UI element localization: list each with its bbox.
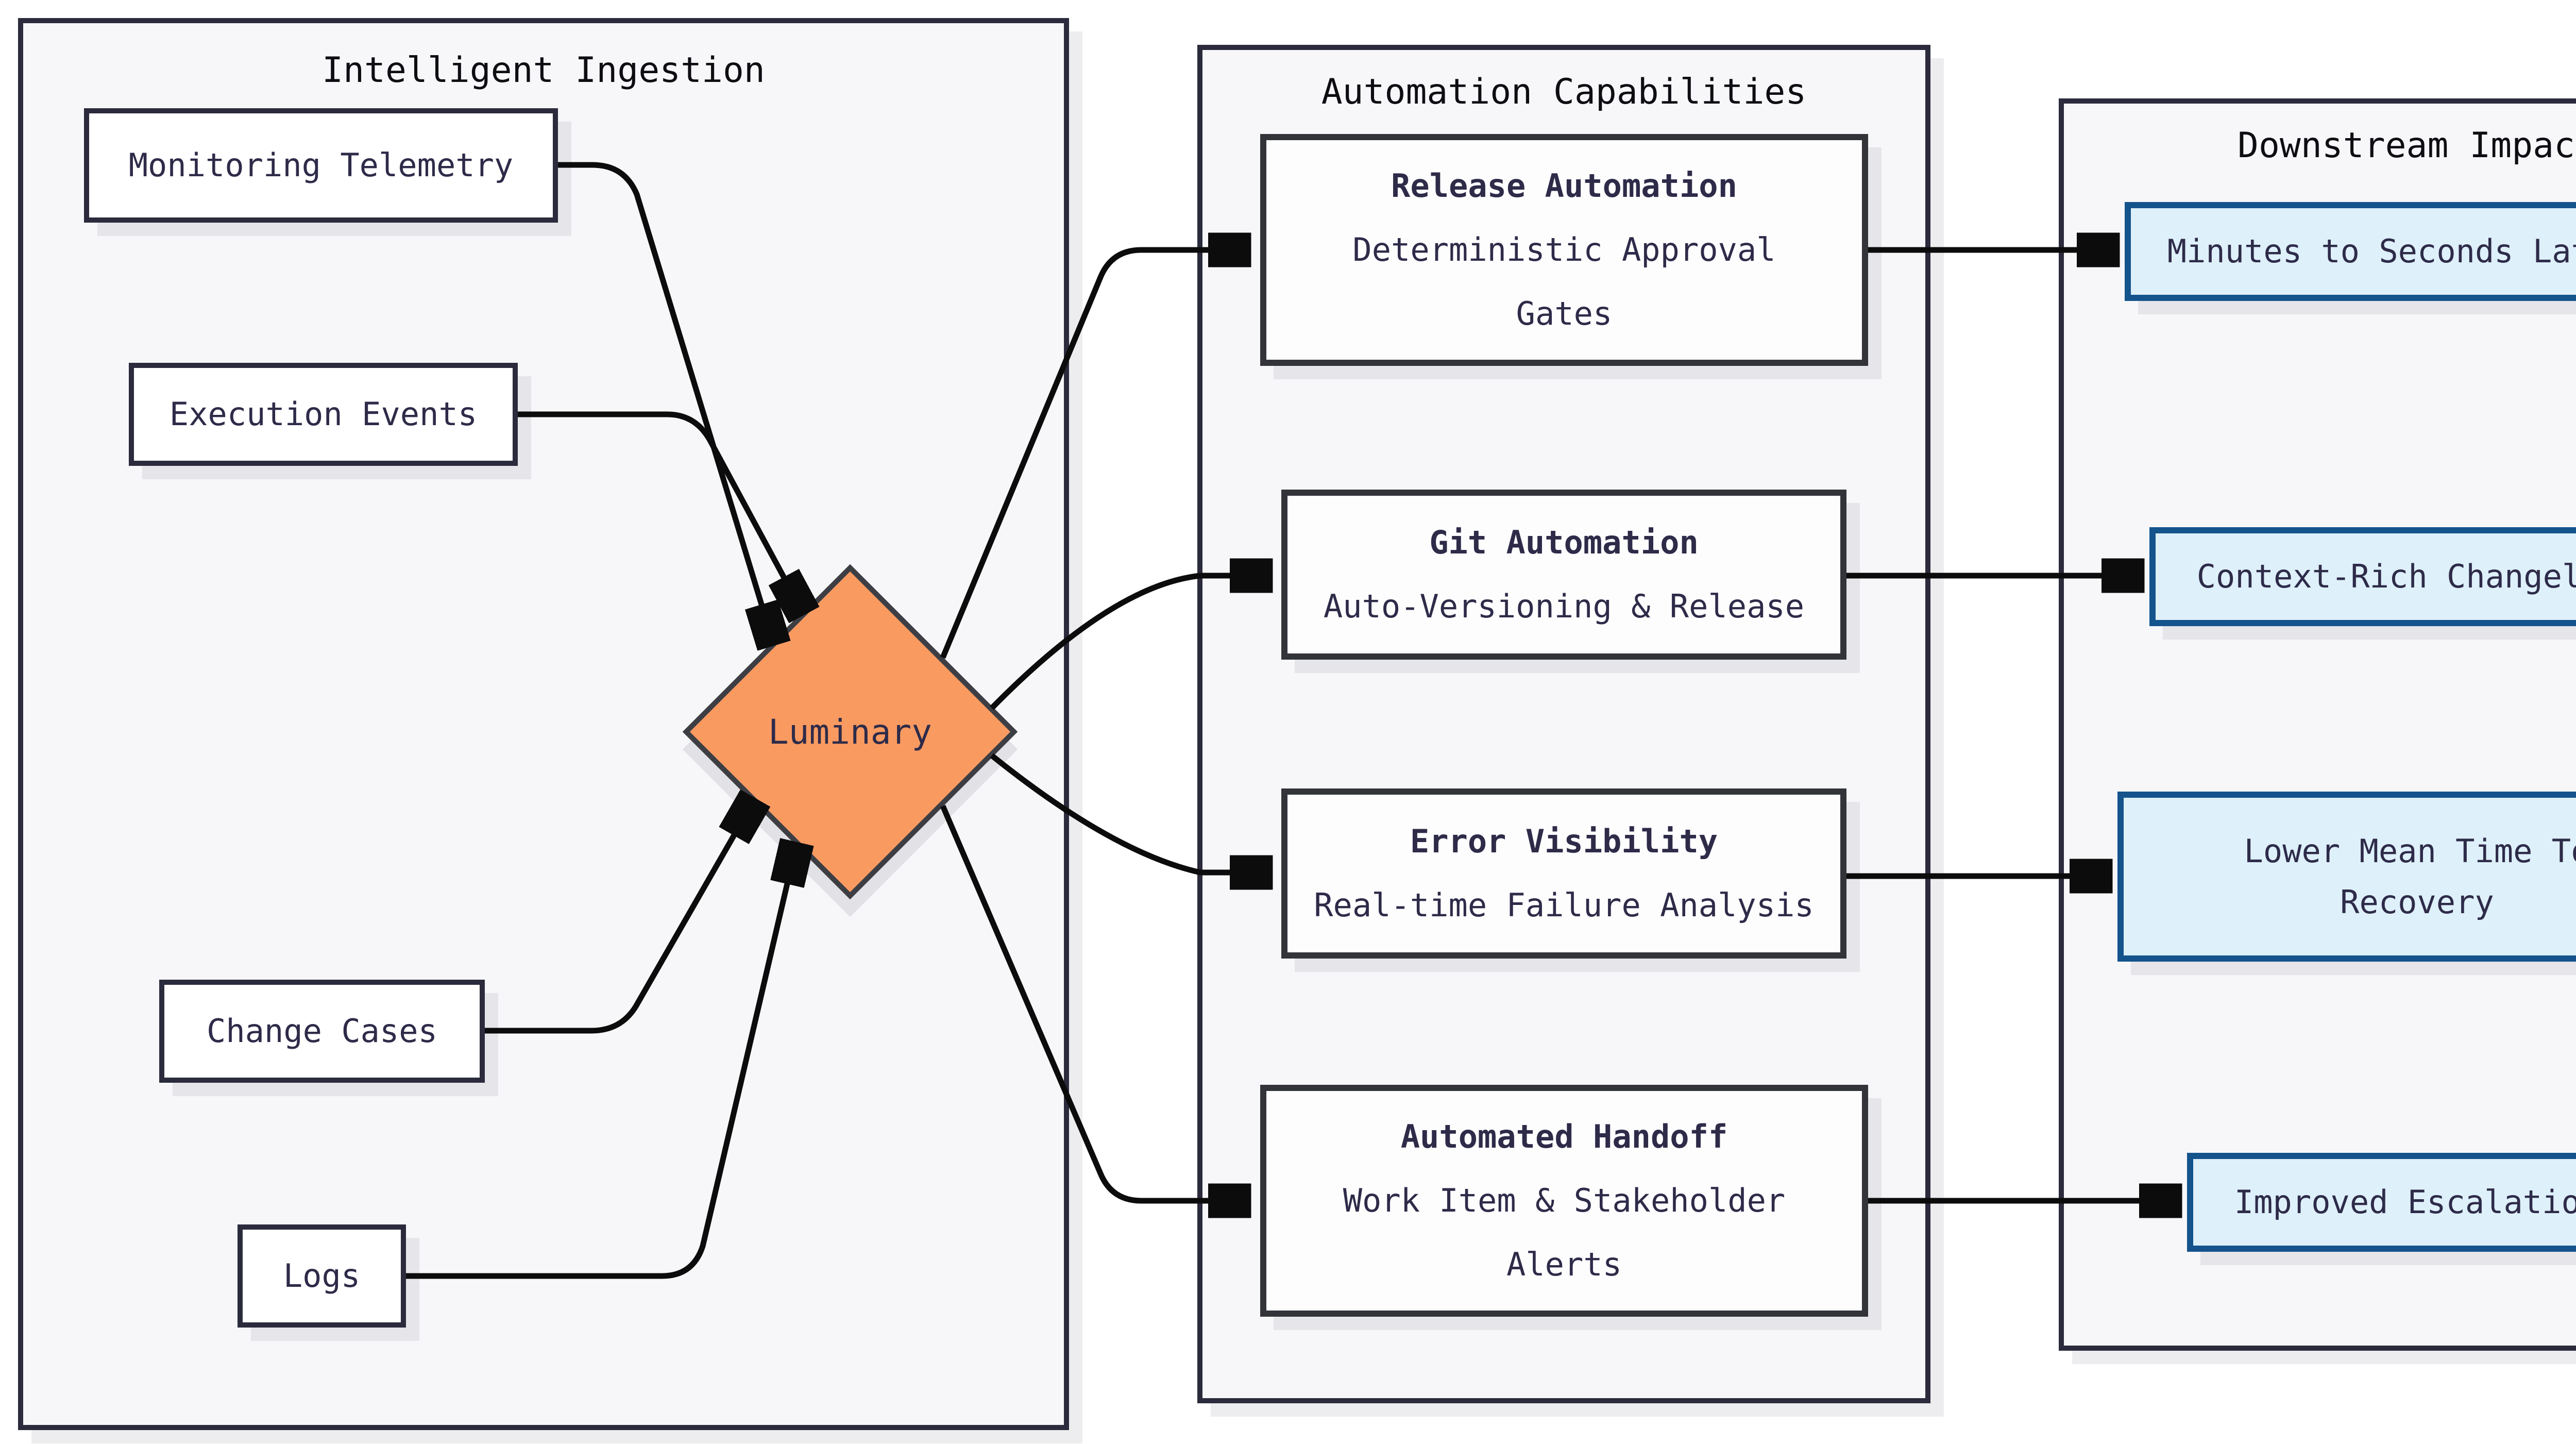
node-error-visibility: Error Visibility Real-time Failure Analy… — [1281, 788, 1846, 959]
node-subtitle: Real-time Failure Analysis — [1314, 886, 1814, 924]
node-monitoring-telemetry: Monitoring Telemetry — [84, 108, 558, 223]
node-execution-events: Execution Events — [129, 363, 518, 466]
node-lower-mean-time-to-recovery: Lower Mean Time To Recovery — [2117, 792, 2576, 962]
node-subtitle: Deterministic Approval Gates — [1352, 231, 1776, 332]
node-title: Error Visibility — [1410, 822, 1718, 860]
node-label: Context-Rich Changelogs — [2196, 558, 2576, 596]
node-label: Monitoring Telemetry — [128, 146, 514, 184]
node-release-automation: Release Automation Deterministic Approva… — [1260, 134, 1868, 366]
node-title: Release Automation — [1391, 167, 1737, 205]
node-title: Automated Handoff — [1400, 1118, 1728, 1155]
node-label: Lower Mean Time To Recovery — [2244, 832, 2576, 921]
node-improved-escalation: Improved Escalation — [2187, 1153, 2576, 1252]
node-label: Minutes to Seconds Latency — [2167, 232, 2576, 271]
section-downstream-impact: Downstream Impact — [2059, 98, 2576, 1351]
hub-label-wrapper: Luminary — [732, 613, 969, 850]
node-label: Logs — [283, 1257, 361, 1295]
node-label: Change Cases — [207, 1012, 437, 1050]
node-subtitle: Auto-Versioning & Release — [1323, 587, 1805, 625]
node-automated-handoff: Automated Handoff Work Item & Stakeholde… — [1260, 1085, 1868, 1317]
node-label: Execution Events — [169, 395, 478, 433]
section-title-automation-capabilities: Automation Capabilities — [1321, 72, 1807, 112]
section-title-intelligent-ingestion: Intelligent Ingestion — [322, 50, 765, 91]
node-git-automation: Git Automation Auto-Versioning & Release — [1281, 490, 1846, 660]
node-context-rich-changelogs: Context-Rich Changelogs — [2149, 527, 2576, 626]
node-subtitle: Work Item & Stakeholder Alerts — [1343, 1182, 1786, 1283]
node-label-luminary: Luminary — [768, 712, 932, 752]
node-label: Improved Escalation — [2234, 1183, 2576, 1221]
node-change-cases: Change Cases — [159, 980, 485, 1083]
node-logs: Logs — [238, 1224, 406, 1328]
node-minutes-to-seconds-latency: Minutes to Seconds Latency — [2125, 202, 2576, 301]
node-title: Git Automation — [1429, 524, 1699, 561]
section-title-downstream-impact: Downstream Impact — [2238, 125, 2576, 166]
